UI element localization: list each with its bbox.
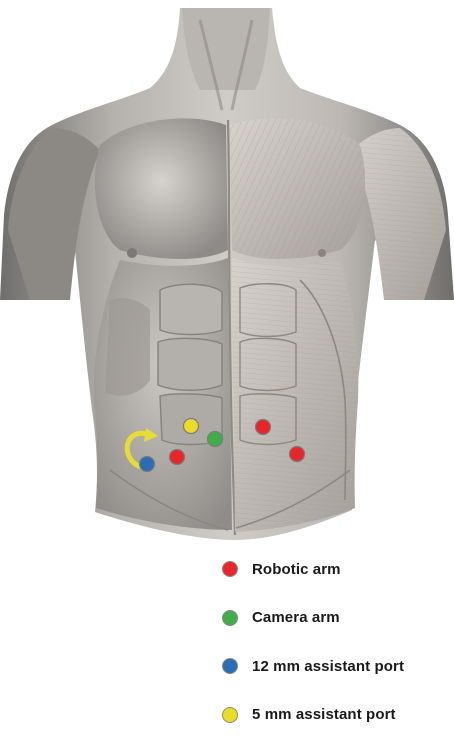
legend-label: 12 mm assistant port bbox=[252, 658, 404, 675]
legend-item-robotic-arm: Robotic arm bbox=[222, 553, 452, 585]
legend-item-5mm-assistant-port: 5 mm assistant port bbox=[222, 699, 452, 731]
legend: Robotic arm Camera arm 12 mm assistant p… bbox=[222, 553, 452, 747]
legend-label: 5 mm assistant port bbox=[252, 706, 396, 723]
robotic-port-left-upper bbox=[256, 420, 271, 435]
neck bbox=[182, 8, 270, 90]
torso-illustration bbox=[0, 0, 454, 540]
camera-port bbox=[208, 432, 223, 447]
legend-label: Camera arm bbox=[252, 609, 340, 626]
assistant-5mm-port bbox=[184, 419, 199, 434]
legend-item-12mm-assistant-port: 12 mm assistant port bbox=[222, 650, 452, 682]
legend-dot-assistant5 bbox=[222, 707, 238, 723]
legend-dot-camera bbox=[222, 610, 238, 626]
legend-dot-robotic bbox=[222, 561, 238, 577]
assistant-12mm-port bbox=[140, 457, 155, 472]
robotic-port-right bbox=[290, 447, 305, 462]
legend-dot-assistant12 bbox=[222, 658, 238, 674]
robotic-port-left-lower bbox=[170, 450, 185, 465]
left-pectoral bbox=[95, 118, 228, 259]
legend-item-camera-arm: Camera arm bbox=[222, 602, 452, 634]
legend-label: Robotic arm bbox=[252, 561, 341, 578]
